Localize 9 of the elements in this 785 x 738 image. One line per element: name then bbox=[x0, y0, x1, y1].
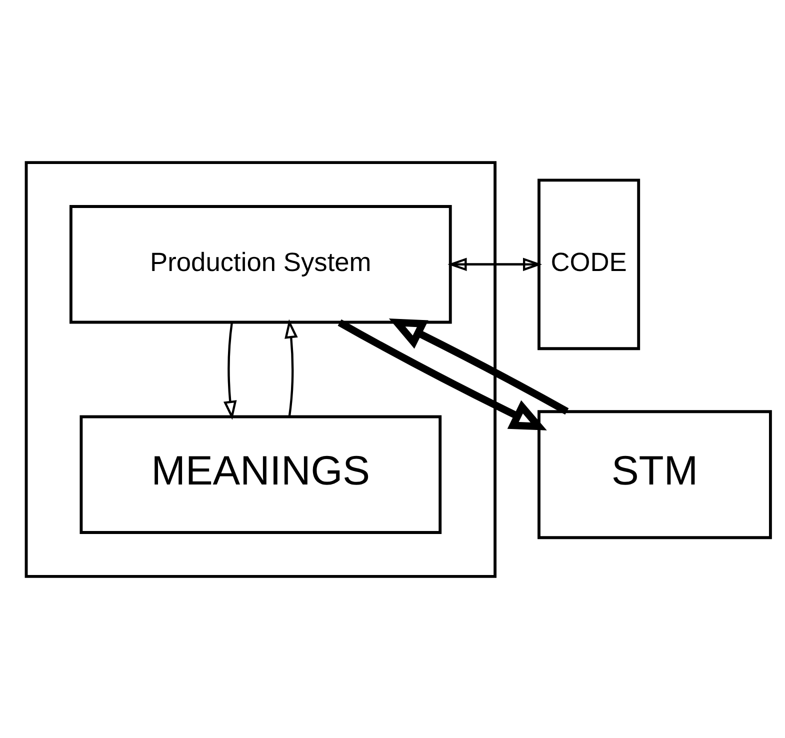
arrow bbox=[223, 322, 237, 420]
node-box: Production System bbox=[69, 204, 452, 324]
cluster bbox=[24, 160, 496, 578]
node-box: MEANINGS bbox=[80, 414, 442, 534]
node-box: CODE bbox=[538, 178, 640, 350]
arrow bbox=[284, 318, 298, 416]
node-box: STM bbox=[538, 410, 772, 539]
arrow bbox=[388, 318, 569, 414]
arrow bbox=[338, 318, 547, 430]
